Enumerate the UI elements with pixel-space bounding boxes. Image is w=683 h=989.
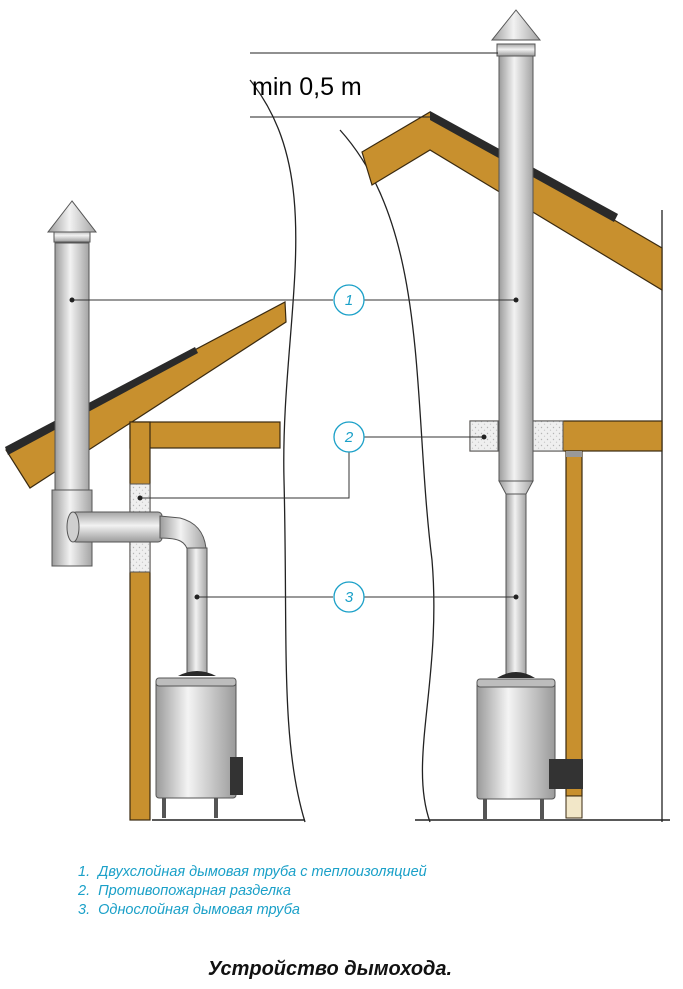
left-single-pipe (186, 547, 208, 675)
callout-1-label: 1 (345, 292, 353, 309)
legend-number: 1. (78, 864, 91, 880)
left-cap (46, 200, 98, 233)
leader-dots (69, 297, 519, 600)
callout-2-label: 2 (344, 429, 354, 446)
left-connector (66, 511, 207, 553)
break-line-left (249, 79, 306, 823)
callout-2: 2 (333, 421, 365, 453)
right-double-pipe (490, 9, 542, 495)
right-stove (476, 672, 583, 819)
callout-3-label: 3 (345, 589, 354, 606)
break-line-right (339, 129, 435, 823)
legend-item: 2. Противопожарная разделка (78, 882, 427, 901)
right-single-pipe (505, 493, 527, 675)
legend-item: 1. Двухслойная дымовая труба с теплоизол… (78, 863, 427, 882)
left-double-pipe (46, 200, 98, 567)
callout-3: 3 (333, 581, 365, 613)
legend-text: Однослойная дымовая труба (98, 902, 300, 918)
legend-item: 3. Однослойная дымовая труба (78, 901, 427, 920)
left-stove (155, 671, 243, 818)
legend: 1. Двухслойная дымовая труба с теплоизол… (78, 863, 427, 920)
leader-lines (72, 299, 516, 598)
legend-number: 3. (78, 902, 91, 918)
legend-number: 2. (78, 883, 91, 899)
min-height-label: min 0,5 m (252, 73, 362, 101)
callout-1: 1 (333, 284, 365, 316)
right-cap (490, 9, 542, 41)
legend-text: Двухслойная дымовая труба с теплоизоляци… (98, 864, 427, 880)
legend-text: Противопожарная разделка (98, 883, 291, 899)
diagram-caption: Устройство дымохода. (207, 958, 453, 980)
